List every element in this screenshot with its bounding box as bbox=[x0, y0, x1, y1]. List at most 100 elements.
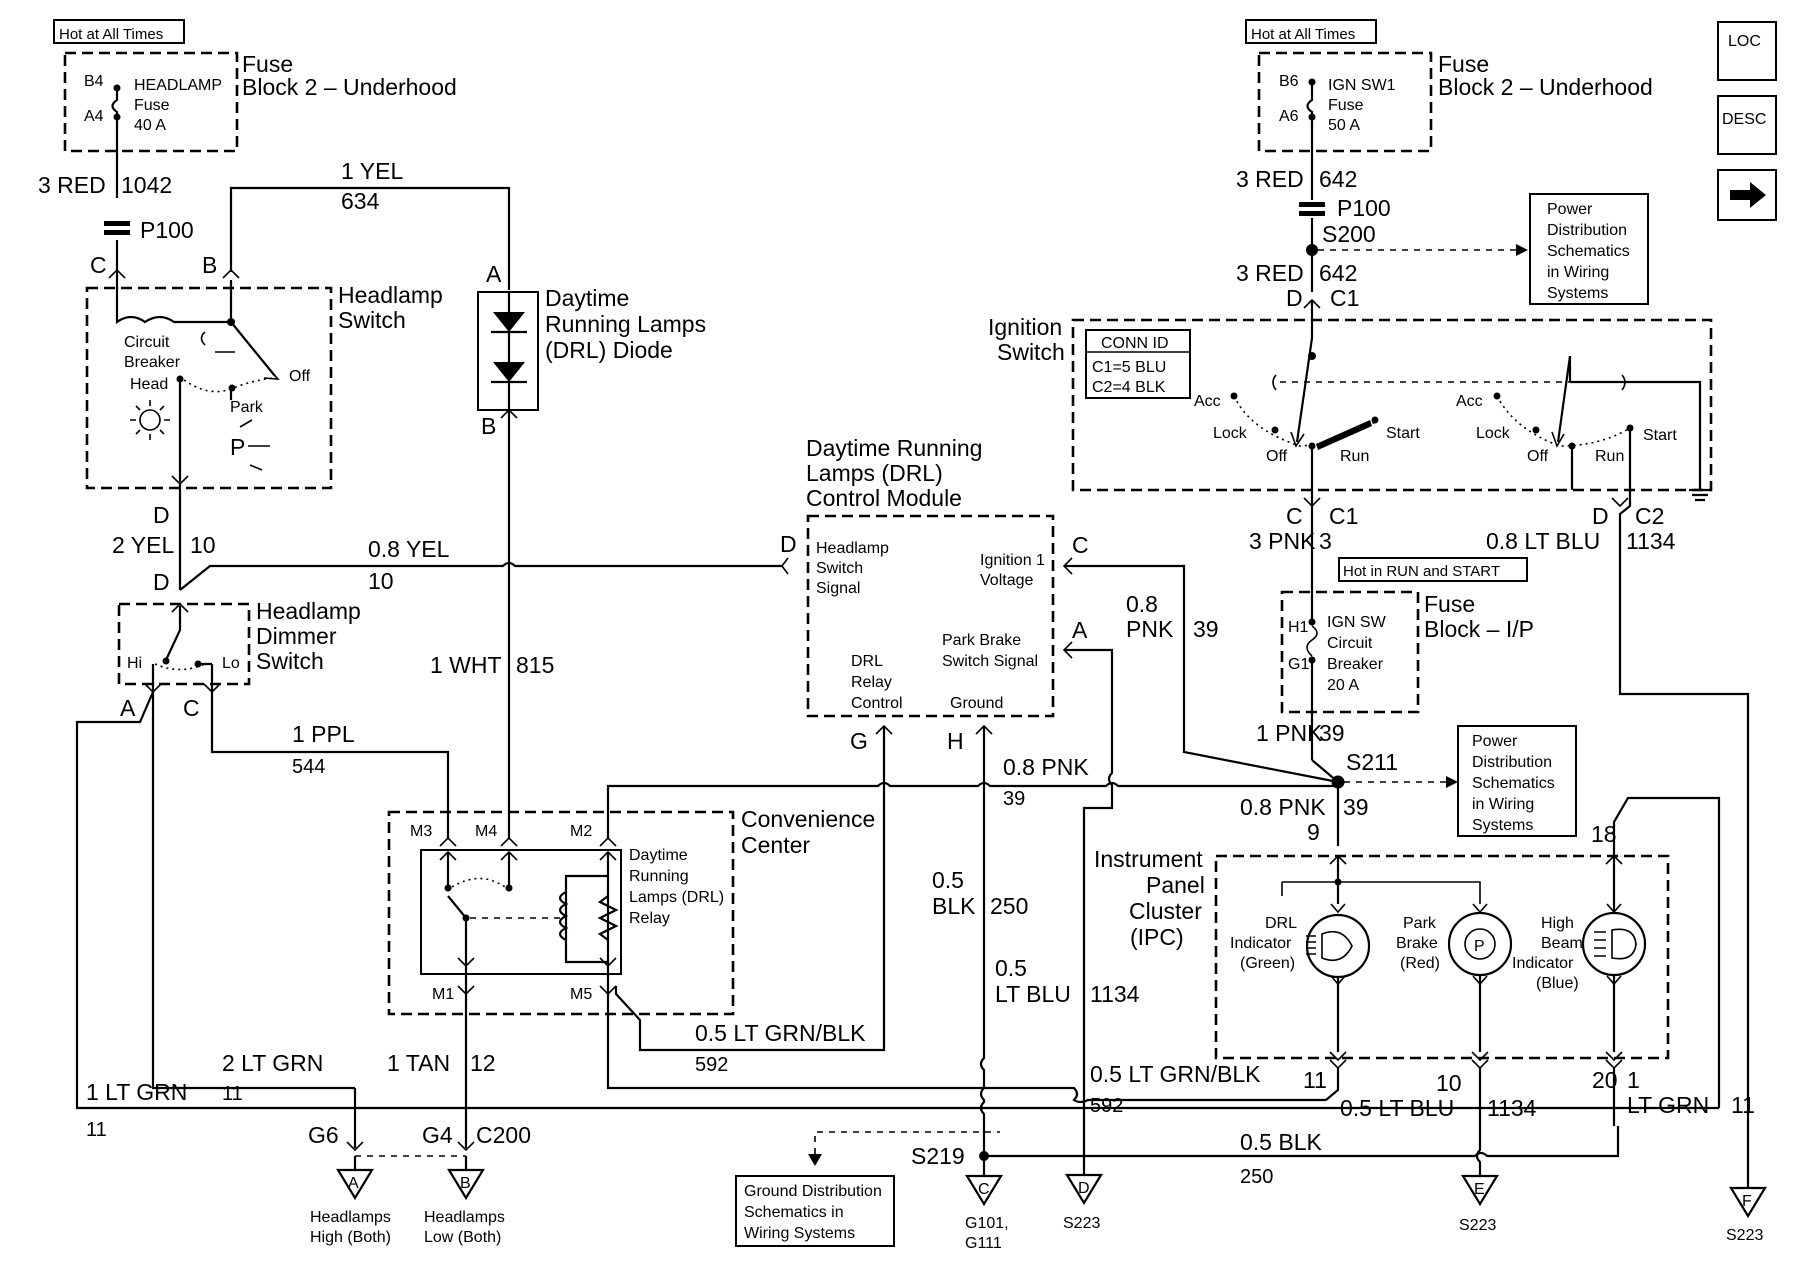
wire-label: 0.5 bbox=[932, 867, 964, 893]
pin-label: M2 bbox=[570, 823, 592, 840]
wire-label: 0.5 BLK bbox=[1240, 1129, 1322, 1155]
connector-p100: P100 bbox=[140, 217, 194, 243]
ignition-title: Ignition bbox=[988, 314, 1062, 340]
convenience-center: Convenience Center M3 M4 M2 M1 M5 Daytim… bbox=[387, 806, 875, 1016]
lo-label: Lo bbox=[222, 655, 240, 672]
ground-label: Low (Both) bbox=[424, 1229, 501, 1246]
ground-dist-label: Wiring Systems bbox=[744, 1225, 855, 1242]
wire-label: 0.8 YEL bbox=[368, 536, 450, 562]
pin-label: C2 bbox=[1635, 503, 1664, 529]
circuit-number: 815 bbox=[516, 652, 554, 678]
power-distribution-ref-1[interactable]: Power Distribution Schematics in Wiring … bbox=[1529, 193, 1649, 305]
instrument-panel-cluster: Instrument Panel Cluster (IPC) DRL Indic… bbox=[1094, 846, 1670, 1060]
circuit-number: 634 bbox=[341, 188, 380, 214]
ground-label: S223 bbox=[1063, 1215, 1100, 1232]
dimmer-title: Switch bbox=[256, 648, 324, 674]
wire-label: 3 PNK bbox=[1249, 528, 1316, 554]
ground-label: Headlamps bbox=[310, 1209, 391, 1226]
drl-output-label: Control bbox=[851, 695, 903, 712]
pds-label: Systems bbox=[1547, 285, 1608, 302]
pin-label: G6 bbox=[308, 1122, 339, 1148]
circuit-number: 592 bbox=[695, 1054, 728, 1076]
ign-position: Lock bbox=[1476, 425, 1511, 442]
pds-label: Schematics bbox=[1547, 243, 1630, 260]
hot-at-all-times-left: Hot at All Times bbox=[59, 26, 163, 43]
circuit-number: 1134 bbox=[1626, 528, 1676, 554]
fuse-pin-b4: B4 bbox=[84, 73, 104, 90]
fuse-ign-sw1: Hot at All Times B6 A6 IGN SW1 Fuse 50 A… bbox=[1245, 19, 1653, 153]
fuse-block-ip: Hot in RUN and START H1 G1 IGN SW Circui… bbox=[1280, 520, 1534, 760]
ign-position: Off bbox=[1527, 448, 1549, 465]
pds-label: Distribution bbox=[1472, 754, 1552, 771]
ground-label: Headlamps bbox=[424, 1209, 505, 1226]
wire-label: 1 TAN bbox=[387, 1050, 450, 1076]
headlamp-dimmer-switch: Headlamp Dimmer Switch Hi Lo bbox=[117, 598, 361, 692]
connector-p100: P100 bbox=[1337, 195, 1391, 221]
pds-label: Power bbox=[1547, 201, 1593, 218]
fuse-ip-label: 20 A bbox=[1327, 677, 1359, 694]
desc-icon: DESC bbox=[1722, 111, 1766, 128]
pin-label: D bbox=[1286, 285, 1303, 311]
hb-ind-label: High bbox=[1541, 915, 1574, 932]
wire-label: 3 RED bbox=[1236, 260, 1304, 286]
drl-input-label: Park Brake bbox=[942, 632, 1021, 649]
pin-label: M4 bbox=[475, 823, 497, 840]
relay-label: Lamps (DRL) bbox=[629, 889, 724, 906]
circuit-number: 1042 bbox=[121, 172, 172, 198]
fuse-pin-a4: A4 bbox=[84, 108, 104, 125]
ground-symbol-c: C bbox=[978, 1181, 990, 1198]
off-label: Off bbox=[289, 368, 311, 385]
wire-label: 0.8 bbox=[1126, 591, 1158, 617]
hb-ind-label: Indicator bbox=[1512, 955, 1574, 972]
pin-label: B bbox=[481, 413, 496, 439]
hot-in-run-start: Hot in RUN and START bbox=[1343, 563, 1500, 580]
pin-label: H1 bbox=[1288, 619, 1309, 636]
wire-label: 3 RED bbox=[1236, 166, 1304, 192]
ign-position: Acc bbox=[1194, 393, 1221, 410]
drl-output-label: DRL bbox=[851, 653, 883, 670]
fuse-ip-label: Circuit bbox=[1327, 635, 1373, 652]
circuit-number: 250 bbox=[990, 893, 1028, 919]
ground-symbol-b: B bbox=[460, 1175, 471, 1192]
wire-label: PNK bbox=[1126, 616, 1174, 642]
fuse-block-label: Fuse bbox=[1438, 51, 1489, 77]
desc-button[interactable]: DESC bbox=[1717, 95, 1777, 155]
circuit-number: 11 bbox=[1303, 1067, 1327, 1093]
park-ind-label: (Red) bbox=[1400, 955, 1440, 972]
drl-input-label: Ignition 1 bbox=[980, 552, 1045, 569]
wire-label: LT GRN bbox=[1627, 1092, 1709, 1118]
park-brake-icon: P bbox=[1464, 928, 1496, 960]
drl-input-label: Signal bbox=[816, 580, 860, 597]
dimmer-title: Headlamp bbox=[256, 598, 361, 624]
wire-label: 1 YEL bbox=[341, 158, 403, 184]
pin-label: C bbox=[90, 252, 107, 278]
drl-input-label: Switch Signal bbox=[942, 653, 1038, 670]
wire-label: LT BLU bbox=[995, 981, 1071, 1007]
drl-output-label: Ground bbox=[950, 695, 1003, 712]
loc-button[interactable]: LOC bbox=[1717, 21, 1777, 81]
ipc-title: Panel bbox=[1146, 872, 1205, 898]
drl-output-label: Relay bbox=[851, 674, 892, 691]
wire-label: 0.5 bbox=[995, 955, 1027, 981]
wire-label: 1 PPL bbox=[292, 721, 355, 747]
ign-position: Run bbox=[1340, 448, 1369, 465]
pin-label: M5 bbox=[570, 986, 592, 1003]
ign-position: Start bbox=[1643, 427, 1677, 444]
conn-id-c2: C2=4 BLK bbox=[1092, 379, 1166, 396]
wire-label: 0.8 LT BLU bbox=[1486, 528, 1600, 554]
ignition-title: Switch bbox=[997, 339, 1065, 365]
pds-label: in Wiring bbox=[1547, 264, 1609, 281]
ground-label: G111 bbox=[965, 1235, 1002, 1252]
pds-label: Schematics bbox=[1472, 775, 1555, 792]
ground-dist-label: Ground Distribution bbox=[744, 1183, 882, 1200]
fuse-ip-label: IGN SW bbox=[1327, 614, 1387, 631]
conn-id-c1: C1=5 BLU bbox=[1092, 359, 1166, 376]
pin-label: A bbox=[120, 695, 136, 721]
ign-position: Acc bbox=[1456, 393, 1483, 410]
circuit-number: 642 bbox=[1319, 260, 1357, 286]
ipc-title: Instrument bbox=[1094, 846, 1203, 872]
drl-ind-label: (Green) bbox=[1240, 955, 1295, 972]
pin-label: C bbox=[1072, 532, 1089, 558]
next-button[interactable] bbox=[1717, 169, 1777, 221]
power-distribution-ref-2[interactable]: Power Distribution Schematics in Wiring … bbox=[1457, 725, 1577, 837]
